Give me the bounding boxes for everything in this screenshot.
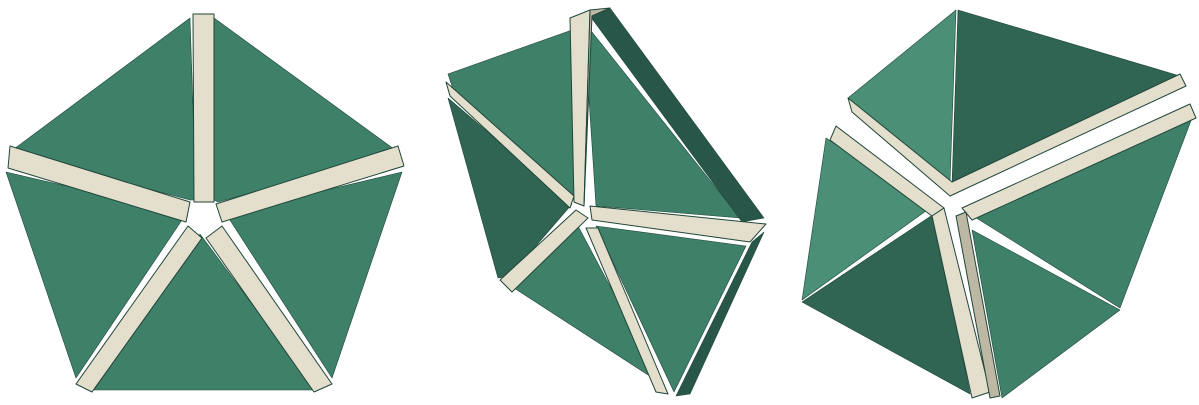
panel-three-quarter <box>802 10 1196 398</box>
panel-pentagon-top <box>6 14 404 392</box>
pentagon-strip-top <box>193 14 214 202</box>
tilted-face-front <box>584 22 740 218</box>
panel-tilted-side <box>446 8 766 396</box>
